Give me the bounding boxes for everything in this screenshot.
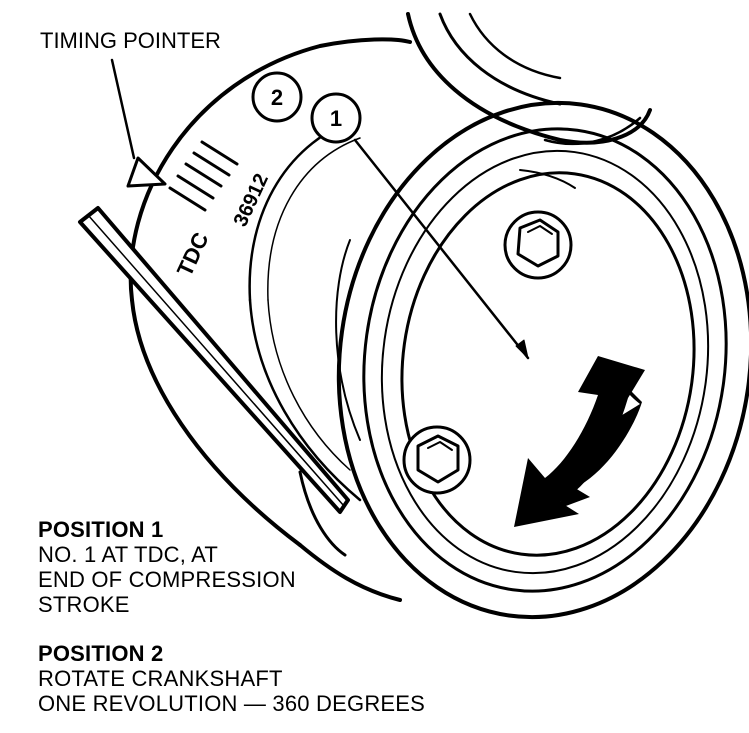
position-2-heading: POSITION 2 [38, 641, 164, 666]
position-1-caption: POSITION 1 NO. 1 AT TDC, AT END OF COMPR… [38, 517, 296, 617]
rotation-arrow-main [514, 356, 645, 527]
marker-1-leader [353, 138, 530, 360]
upper-pulley [406, 12, 652, 146]
damper-body [128, 37, 412, 602]
upper-bolt [503, 210, 573, 280]
position-1-line-1: NO. 1 AT TDC, AT [38, 542, 219, 567]
position-1-marker-circle [310, 92, 362, 144]
timing-marks [168, 140, 239, 212]
position-2-line-2: ONE REVOLUTION — 360 DEGREES [38, 691, 426, 716]
position-2-line-1: ROTATE CRANKSHAFT [38, 666, 283, 691]
timing-pointer-leader [110, 58, 136, 160]
breaker-bar [78, 206, 350, 557]
position-1-line-3: STROKE [38, 592, 130, 617]
damper-front-ring [335, 100, 749, 620]
lower-bolt [402, 425, 472, 495]
rotation-arrow [515, 360, 642, 525]
position-1-marker-label: 1 [330, 106, 342, 131]
position-2-caption: POSITION 2 ROTATE CRANKSHAFT ONE REVOLUT… [38, 641, 425, 716]
tdc-label: TDC [172, 228, 214, 280]
marker-1-arrowhead [515, 339, 529, 359]
position-2-marker-label: 2 [271, 85, 283, 110]
timing-pointer-tip [126, 156, 167, 188]
position-1-line-2: END OF COMPRESSION [38, 567, 296, 592]
position-1-heading: POSITION 1 [38, 517, 164, 542]
position-2-marker-circle [251, 71, 303, 123]
timing-pointer-label: TIMING POINTER [40, 28, 221, 53]
